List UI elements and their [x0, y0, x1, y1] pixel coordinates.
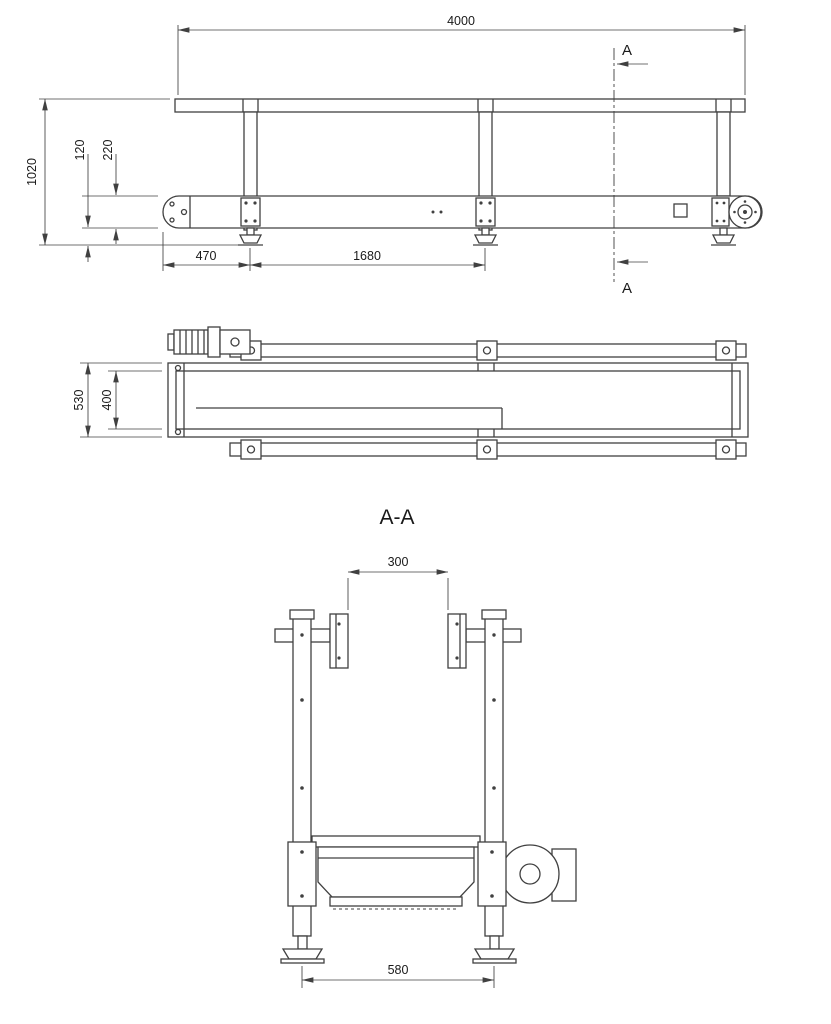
- support-leg-3: [716, 111, 731, 197]
- foot-1: [238, 227, 263, 246]
- dim-leg-spacing: 1680: [249, 248, 486, 271]
- plan-mount-tabs: [240, 340, 737, 460]
- dim-guide-spacing: 300: [347, 555, 449, 610]
- drive-drum: [728, 195, 762, 229]
- dim-belt-width: 400: [100, 370, 162, 430]
- belt-mount-plate-1: [240, 197, 261, 227]
- plan-view: 530 400: [72, 326, 749, 460]
- dim-overall-width-label: 530: [72, 390, 86, 411]
- section-mount-plate-left: [287, 841, 317, 907]
- dim-overall-height-label: 1020: [25, 158, 39, 186]
- dim-foot-spacing: 580: [301, 963, 495, 988]
- dim-head-overhang: 470: [162, 232, 251, 271]
- dim-belt-section-height: 220: [82, 140, 158, 244]
- belt-assembly-section: [311, 835, 481, 910]
- section-foot-right: [472, 935, 517, 964]
- belt-mount-plate-2: [475, 197, 496, 227]
- dim-head-overhang-label: 470: [196, 249, 217, 263]
- dim-ground-clearance-label: 120: [73, 140, 87, 161]
- section-marker-top-label: A: [622, 42, 632, 59]
- section-foot-left: [280, 935, 325, 964]
- section-title: A-A: [379, 506, 414, 529]
- dim-belt-section-height-label: 220: [101, 140, 115, 161]
- belt-mount-plate-3: [711, 197, 730, 227]
- dim-leg-spacing-label: 1680: [353, 249, 381, 263]
- dim-overall-height: 1020: [25, 98, 240, 246]
- foot-3: [711, 227, 736, 246]
- drive-motor-plan: [167, 326, 251, 358]
- plan-frame: [167, 362, 749, 438]
- section-marker-bottom-label: A: [622, 280, 632, 297]
- dim-foot-spacing-label: 580: [388, 963, 409, 977]
- dim-overall-length-label: 4000: [447, 14, 475, 28]
- side-view: A A 4000 1020 220 120: [25, 14, 763, 297]
- dim-guide-spacing-label: 300: [388, 555, 409, 569]
- dim-overall-width: 530: [72, 362, 162, 438]
- belt-body: [162, 195, 763, 229]
- side-rail: [174, 98, 746, 113]
- section-view: A-A 300: [274, 506, 577, 988]
- dim-belt-width-label: 400: [100, 390, 114, 411]
- dim-ground-clearance: 120: [73, 140, 91, 262]
- section-cut-line: A A: [613, 42, 648, 297]
- foot-2: [473, 227, 498, 246]
- section-mount-plate-right: [477, 841, 507, 907]
- drive-motor-section: [500, 844, 577, 904]
- dim-overall-length: 4000: [177, 14, 746, 95]
